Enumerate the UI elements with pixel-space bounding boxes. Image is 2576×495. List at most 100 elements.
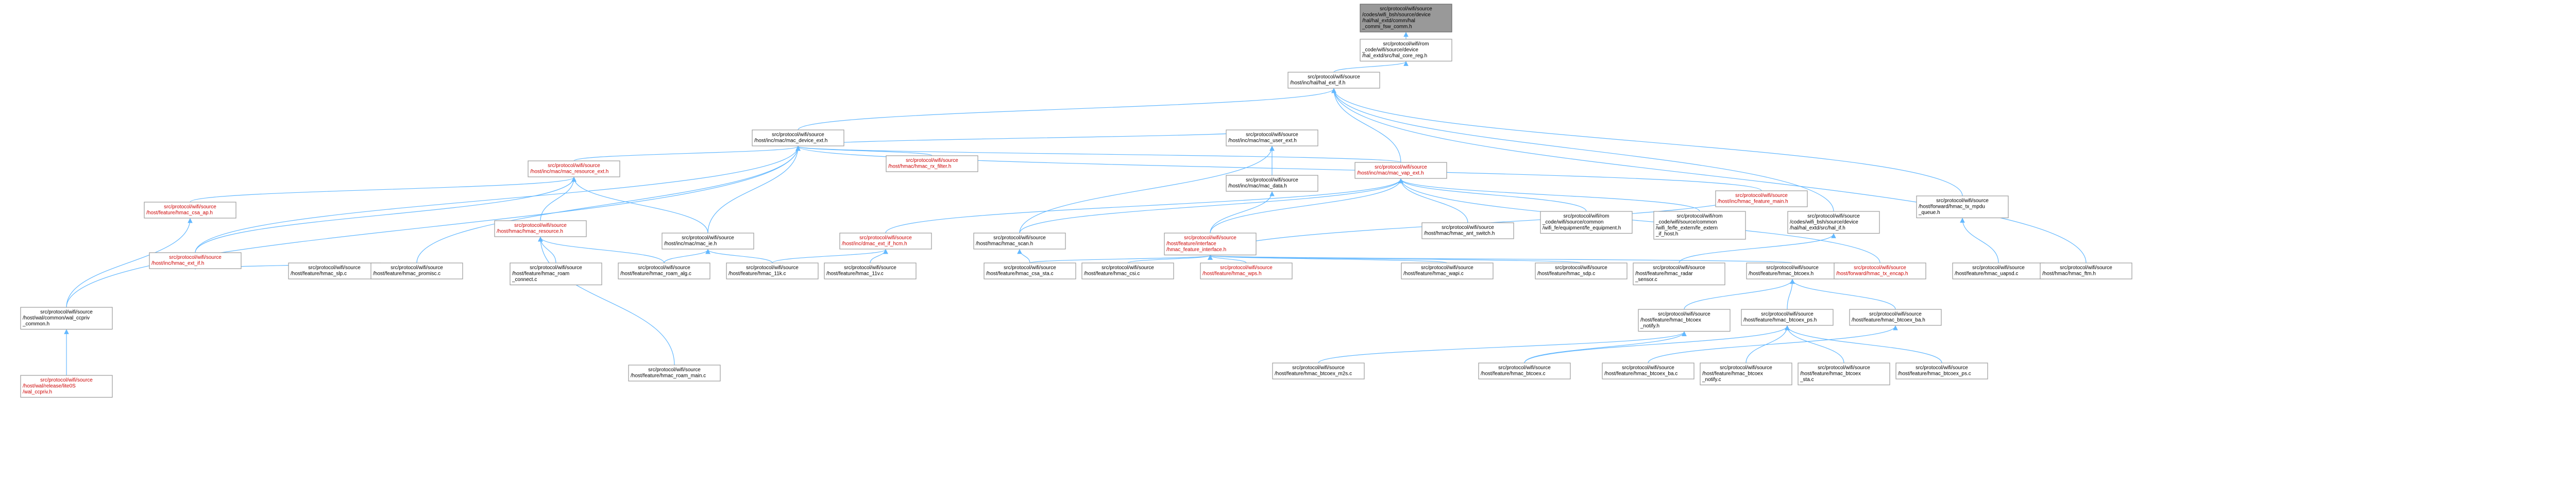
dependency-edge <box>885 178 1403 234</box>
graph-node-hmacres[interactable]: src/protocol/wifi/source/host/hmac/hmac_… <box>494 220 587 237</box>
graph-node-halextif[interactable]: src/protocol/wifi/source/codes/wifi_bsh/… <box>1787 211 1880 234</box>
graph-node-btba[interactable]: src/protocol/wifi/source/host/feature/hm… <box>1849 309 1942 326</box>
node-box <box>370 262 463 279</box>
graph-node-coreregh[interactable]: src/protocol/wifi/rom_code/wifi/source/d… <box>1360 39 1452 62</box>
graph-node-wapi[interactable]: src/protocol/wifi/source/host/feature/hm… <box>1401 262 1494 279</box>
node-label-line: /host/forward/hmac_tx_encap.h <box>1836 271 1908 277</box>
graph-node-btsta[interactable]: src/protocol/wifi/source/host/feature/hm… <box>1798 362 1890 386</box>
node-label-line: /host/feature/hmac_btcoex.h <box>1749 271 1814 277</box>
node-label-line: src/protocol/wifi/source <box>1869 311 1922 317</box>
graph-node-slp[interactable]: src/protocol/wifi/source/host/feature/hm… <box>288 262 381 279</box>
graph-node-btnotify[interactable]: src/protocol/wifi/source/host/feature/hm… <box>1638 309 1731 332</box>
graph-node-macdata[interactable]: src/protocol/wifi/source/host/inc/mac/ma… <box>1226 175 1318 192</box>
graph-node-csi[interactable]: src/protocol/wifi/source/host/feature/hm… <box>1081 262 1174 279</box>
node-label-line: /wifi_fe/fe_extern/fe_extern <box>1656 225 1718 231</box>
node-label-line: src/protocol/wifi/source <box>1720 365 1772 371</box>
graph-node-btbac[interactable]: src/protocol/wifi/source/host/feature/hm… <box>1602 362 1694 380</box>
dependency-edge <box>1785 325 1942 364</box>
node-label-line: /host/inc/mac/mac_user_ext.h <box>1228 138 1297 144</box>
node-label-line: src/protocol/wifi/source <box>1375 164 1427 170</box>
graph-node-csaap[interactable]: src/protocol/wifi/source/host/feature/hm… <box>144 202 236 219</box>
dependency-edge <box>795 145 1401 163</box>
dependency-edge <box>66 218 193 308</box>
node-label-line: /host/feature/hmac_uapsd.c <box>1955 271 2018 277</box>
node-box <box>20 375 113 398</box>
graph-node-csasta[interactable]: src/protocol/wifi/source/host/feature/hm… <box>984 262 1076 279</box>
node-label-line: /host/feature/hmac_11v.c <box>826 271 884 277</box>
node-label-line: /hal/hal_extd/comm/hal <box>1362 18 1415 24</box>
graph-node-wps[interactable]: src/protocol/wifi/source/host/feature/hm… <box>1200 262 1293 279</box>
node-box <box>494 220 587 237</box>
graph-node-devext[interactable]: src/protocol/wifi/source/host/inc/mac/ma… <box>752 129 844 146</box>
node-label-line: src/protocol/wifi/source <box>164 204 216 210</box>
node-label-line: _code/wifi/source/device <box>1362 47 1418 53</box>
node-label-line: /host/feature/hmac_roam_alg.c <box>620 271 691 277</box>
graph-node-macie[interactable]: src/protocol/wifi/source/host/inc/mac/ma… <box>662 233 754 250</box>
graph-node-rxfilter[interactable]: src/protocol/wifi/source/host/hmac/hmac_… <box>886 155 978 172</box>
dependency-edge <box>1019 178 1403 234</box>
graph-node-feequip[interactable]: src/protocol/wifi/rom_code/wifi/source/c… <box>1540 211 1633 234</box>
graph-node-h11v[interactable]: src/protocol/wifi/source/host/feature/hm… <box>824 262 917 279</box>
node-box <box>662 233 754 250</box>
graph-node-resext[interactable]: src/protocol/wifi/source/host/inc/mac/ma… <box>528 160 620 177</box>
node-box <box>1226 175 1318 192</box>
graph-node-vapext[interactable]: src/protocol/wifi/source/host/inc/mac/ma… <box>1354 162 1447 179</box>
graph-node-encap[interactable]: src/protocol/wifi/source/host/forward/hm… <box>1834 262 1926 279</box>
dependency-edge <box>1524 325 1790 364</box>
dependency-edge <box>1524 331 1687 364</box>
graph-node-featmain[interactable]: src/protocol/wifi/source/host/inc/hmac_f… <box>1715 190 1808 207</box>
graph-node-userext[interactable]: src/protocol/wifi/source/host/inc/mac/ma… <box>1226 129 1318 146</box>
node-label-line: src/protocol/wifi/source <box>1766 265 1819 271</box>
graph-node-roammain[interactable]: src/protocol/wifi/source/host/feature/hm… <box>628 365 721 382</box>
graph-node-antswitch[interactable]: src/protocol/wifi/source/host/hmac/hmac_… <box>1421 222 1514 239</box>
node-label-line: /wifi_fe/equipment/fe_equipment.h <box>1543 225 1621 231</box>
node-label-line: src/protocol/wifi/source <box>514 223 567 228</box>
graph-node-ccpriv[interactable]: src/protocol/wifi/source/host/wal/common… <box>20 307 113 330</box>
graph-node-ftm[interactable]: src/protocol/wifi/source/host/hmac/hmac_… <box>2040 262 2132 279</box>
node-box <box>1633 262 1725 286</box>
graph-node-radar[interactable]: src/protocol/wifi/source/host/feature/hm… <box>1633 262 1725 286</box>
dependency-edge <box>1684 278 1795 310</box>
graph-node-featif[interactable]: src/protocol/wifi/source/host/feature/in… <box>1164 233 1257 256</box>
node-label-line: src/protocol/wifi/source <box>391 265 443 271</box>
graph-node-uapsd[interactable]: src/protocol/wifi/source/host/feature/hm… <box>1952 262 2045 279</box>
graph-node-forwardq[interactable]: src/protocol/wifi/source/host/forward/hm… <box>1916 195 2009 219</box>
node-label-line: /host/feature/hmac_csa_sta.c <box>986 271 1054 277</box>
dependency-edge <box>1960 218 1999 263</box>
node-label-line: /host/inc/mac/mac_data.h <box>1228 184 1287 189</box>
graph-node-extif[interactable]: src/protocol/wifi/source/host/inc/hmac_e… <box>149 252 242 269</box>
graph-node-dmacext[interactable]: src/protocol/wifi/source/host/inc/dmac_e… <box>839 233 932 250</box>
graph-node-h11k[interactable]: src/protocol/wifi/source/host/feature/hm… <box>726 262 819 279</box>
dependency-edge <box>1019 145 1275 234</box>
graph-node-sdp[interactable]: src/protocol/wifi/source/host/feature/hm… <box>1535 262 1628 279</box>
dependency-edge <box>1790 278 1896 310</box>
node-box <box>726 262 819 279</box>
graph-node-btcoex[interactable]: src/protocol/wifi/source/host/feature/hm… <box>1746 262 1839 279</box>
node-label-line: /codes/wifi_bsh/source/device <box>1362 12 1431 18</box>
graph-node-btnotifyc[interactable]: src/protocol/wifi/source/host/feature/hm… <box>1700 362 1792 386</box>
node-box <box>1354 162 1447 179</box>
dependency-edge <box>707 145 801 234</box>
graph-node-halext[interactable]: src/protocol/wifi/source/host/inc/hal/ha… <box>1287 72 1380 89</box>
node-label-line: /host/wal/common/wal_ccpriv <box>23 316 90 321</box>
graph-node-roamconn[interactable]: src/protocol/wifi/source/host/feature/hm… <box>510 262 602 286</box>
graph-node-btm2s[interactable]: src/protocol/wifi/source/host/feature/hm… <box>1272 362 1365 380</box>
dependency-edge <box>664 249 710 263</box>
node-box <box>973 233 1066 250</box>
node-label-line: src/protocol/wifi/source <box>1916 365 1968 371</box>
graph-node-btc[interactable]: src/protocol/wifi/source/host/feature/hm… <box>1478 362 1571 380</box>
graph-node-btpsc[interactable]: src/protocol/wifi/source/host/feature/hm… <box>1895 362 1988 380</box>
dependency-edge <box>1398 178 1468 223</box>
dependency-edge <box>795 145 1762 191</box>
graph-node-roamalg[interactable]: src/protocol/wifi/source/host/feature/hm… <box>618 262 710 279</box>
dependency-edge <box>772 249 888 263</box>
graph-node-promisc[interactable]: src/protocol/wifi/source/host/feature/hm… <box>370 262 463 279</box>
graph-node-feextern[interactable]: src/protocol/wifi/rom_code/wifi/source/c… <box>1653 211 1746 240</box>
graph-node-btps[interactable]: src/protocol/wifi/source/host/feature/hm… <box>1741 309 1834 326</box>
node-label-line: src/protocol/wifi/rom <box>1677 213 1723 219</box>
graph-node-hmacscan[interactable]: src/protocol/wifi/source/host/hmac/hmac_… <box>973 233 1066 250</box>
node-box <box>1638 309 1731 332</box>
graph-node-walccpriv[interactable]: src/protocol/wifi/source/host/wal/releas… <box>20 375 113 398</box>
node-label-line: src/protocol/wifi/source <box>169 255 222 260</box>
node-label-line: src/protocol/wifi/source <box>772 132 824 138</box>
